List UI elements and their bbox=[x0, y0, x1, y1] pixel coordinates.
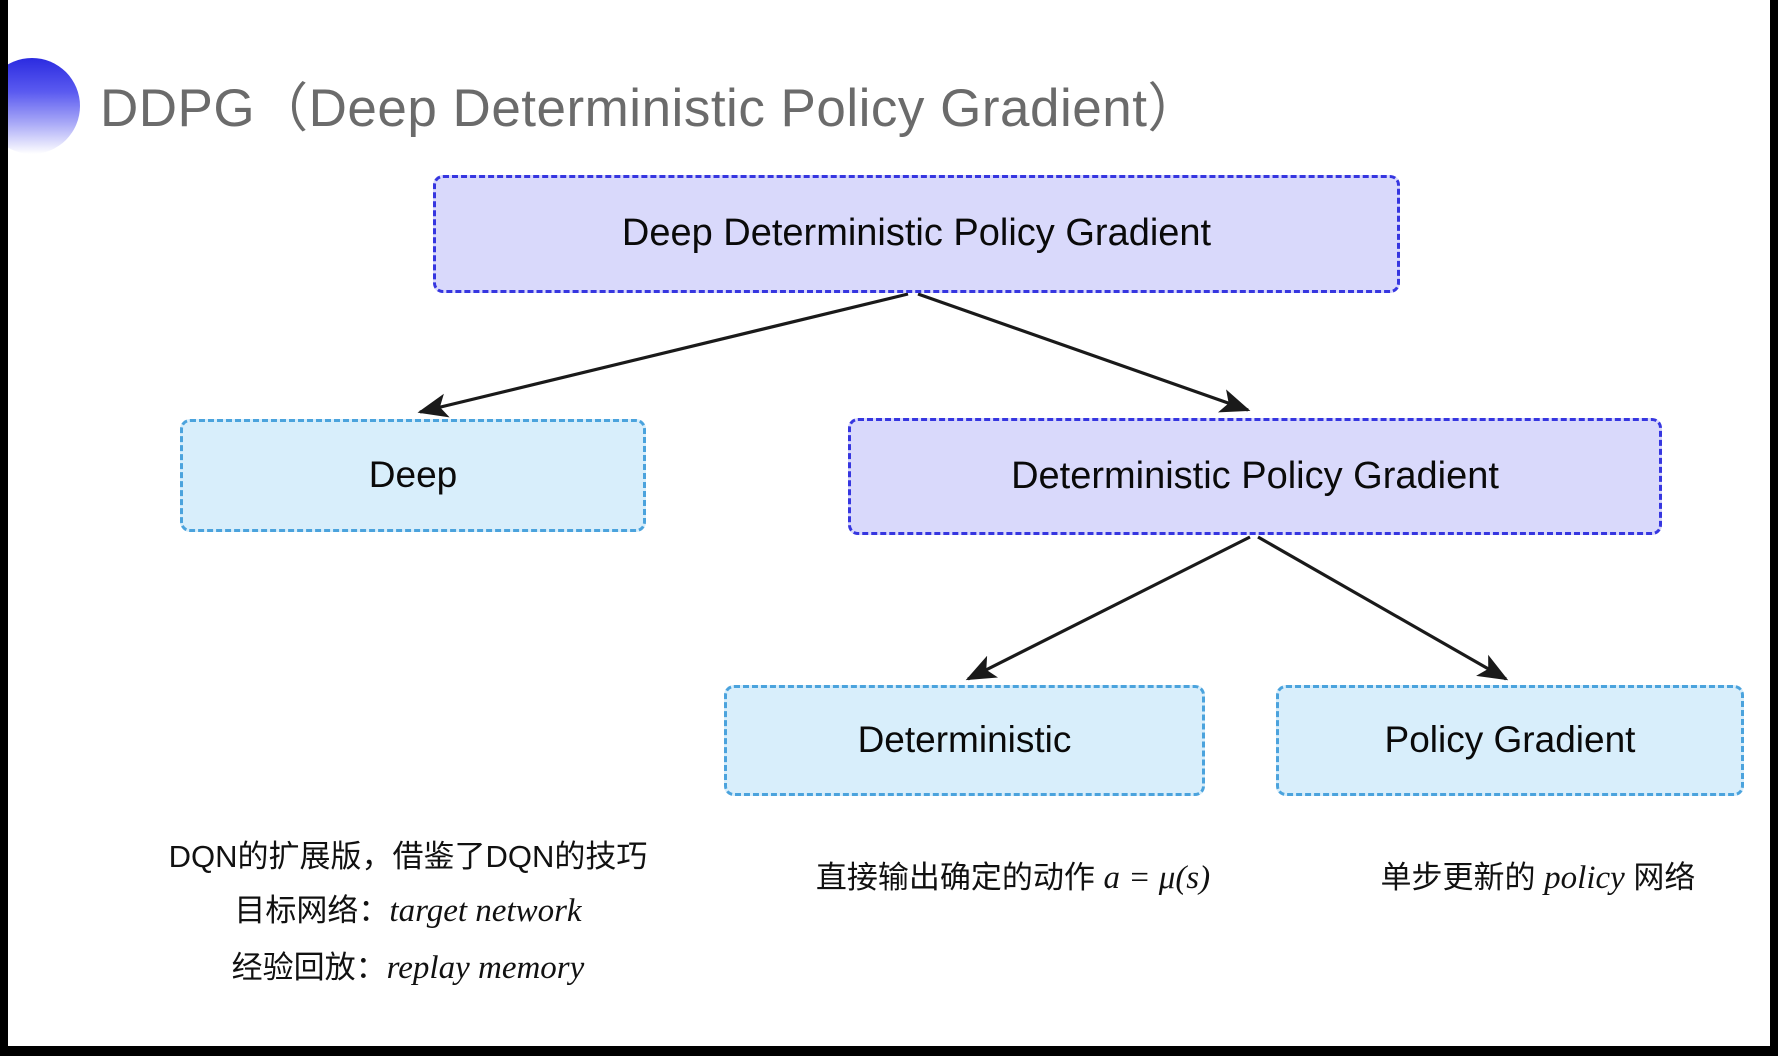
node-deterministic[interactable]: Deterministic bbox=[724, 685, 1205, 796]
gradient-bullet-icon bbox=[8, 58, 80, 154]
edge-root-to-deep bbox=[417, 292, 909, 418]
edge-dpg-to-policy-gradient bbox=[1257, 535, 1509, 681]
edge-root-to-dpg bbox=[917, 292, 1251, 413]
annotation-deep-line2-label: 目标网络： bbox=[234, 893, 390, 929]
annotation-deep: DQN的扩展版，借鉴了DQN的技巧 目标网络：target network 经验… bbox=[138, 830, 678, 997]
annotation-deep-line3: 经验回放：replay memory bbox=[138, 940, 678, 997]
annotation-policy-gradient-line2: policy 网络 bbox=[1544, 860, 1696, 896]
node-label: Deterministic bbox=[857, 719, 1072, 761]
node-label: Deterministic Policy Gradient bbox=[1011, 454, 1499, 497]
slide-canvas: DDPG（Deep Deterministic Policy Gradient）… bbox=[8, 0, 1770, 1046]
node-policy-gradient[interactable]: Policy Gradient bbox=[1276, 685, 1744, 796]
node-deep[interactable]: Deep bbox=[180, 419, 646, 532]
annotation-policy-gradient-term: policy bbox=[1544, 860, 1625, 896]
annotation-deep-line1: DQN的扩展版，借鉴了DQN的技巧 bbox=[168, 839, 648, 874]
annotation-deep-line2: 目标网络：target network bbox=[138, 883, 678, 940]
node-label: Policy Gradient bbox=[1384, 719, 1636, 761]
node-deterministic-policy-gradient[interactable]: Deterministic Policy Gradient bbox=[848, 418, 1662, 535]
annotation-deterministic-line1: 直接输出确定的动作 bbox=[815, 860, 1095, 895]
node-label: Deep Deterministic Policy Gradient bbox=[621, 212, 1212, 255]
edge-dpg-to-deterministic bbox=[965, 535, 1251, 681]
annotation-deterministic: 直接输出确定的动作 a = μ(s) bbox=[798, 850, 1228, 907]
annotation-deep-line2-term: target network bbox=[389, 893, 582, 930]
node-deep-deterministic-policy-gradient[interactable]: Deep Deterministic Policy Gradient bbox=[433, 175, 1400, 293]
annotation-deep-line3-label: 经验回放： bbox=[231, 950, 387, 986]
annotation-deterministic-formula: a = μ(s) bbox=[1103, 860, 1211, 896]
annotation-policy-gradient-line1: 单步更新的 bbox=[1380, 860, 1536, 895]
annotation-policy-gradient: 单步更新的 policy 网络 bbox=[1338, 850, 1738, 907]
annotation-policy-gradient-rest: 网络 bbox=[1624, 860, 1696, 895]
annotation-deep-line3-term: replay memory bbox=[386, 950, 585, 987]
page-title: DDPG（Deep Deterministic Policy Gradient） bbox=[100, 79, 1201, 138]
node-label: Deep bbox=[368, 454, 458, 496]
